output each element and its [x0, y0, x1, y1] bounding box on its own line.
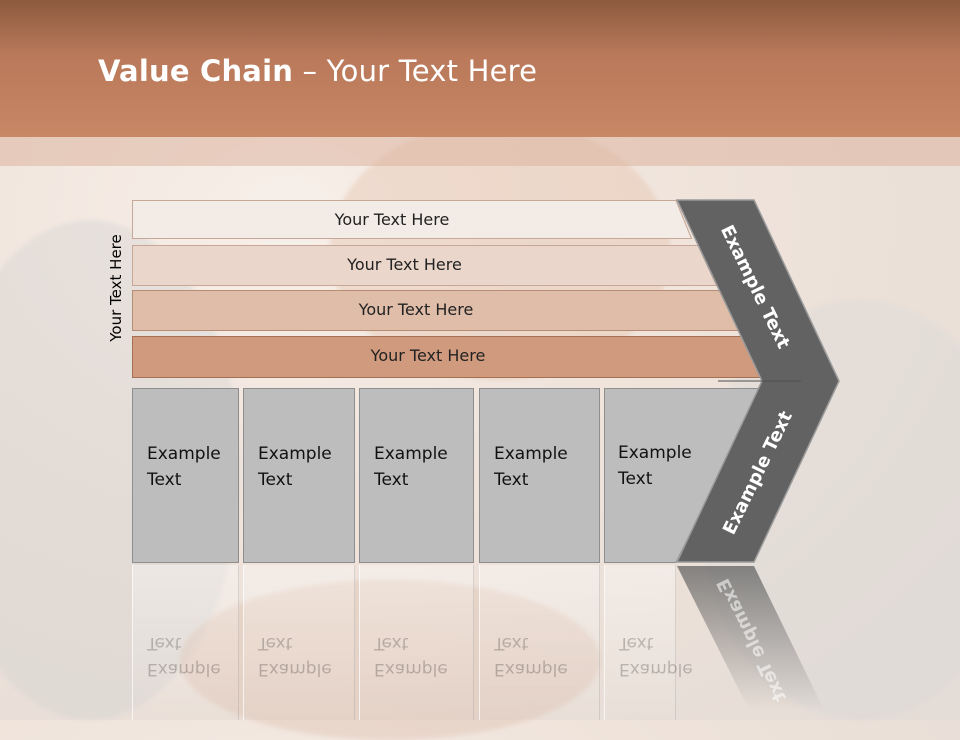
bar-3[interactable]: Your Text Here	[132, 290, 740, 331]
title-underband	[0, 137, 960, 166]
bar-4-label: Your Text Here	[370, 346, 486, 365]
bar-4[interactable]: Your Text Here	[132, 336, 764, 378]
slide-title-main: Value Chain	[98, 54, 294, 88]
side-label: Your Text Here	[107, 234, 125, 342]
bar-2-label: Your Text Here	[347, 255, 462, 274]
bar-2[interactable]: Your Text Here	[132, 245, 717, 286]
bar-1-shape	[132, 200, 692, 239]
value-chevron[interactable]	[674, 198, 844, 568]
title-bar: Value Chain – Your Text Here	[0, 0, 960, 137]
slide-title: Value Chain – Your Text Here	[98, 54, 537, 88]
bar-1-label: Your Text Here	[334, 210, 450, 229]
bar-1[interactable]: Your Text Here	[132, 200, 692, 239]
chevron-reflection	[677, 566, 824, 710]
bar-3-label: Your Text Here	[358, 300, 474, 319]
slide-title-subtitle: – Your Text Here	[293, 54, 538, 88]
